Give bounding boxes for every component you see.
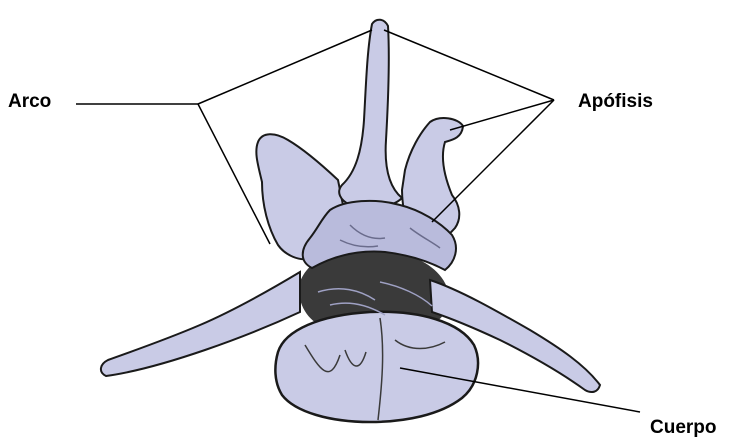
process-label: Apófisis bbox=[578, 92, 653, 111]
arch-label: Arco bbox=[8, 92, 51, 111]
left-transverse-process bbox=[101, 272, 300, 376]
spinous-process bbox=[339, 20, 402, 208]
body-label: Cuerpo bbox=[650, 418, 717, 437]
vertebral-body bbox=[275, 312, 478, 422]
